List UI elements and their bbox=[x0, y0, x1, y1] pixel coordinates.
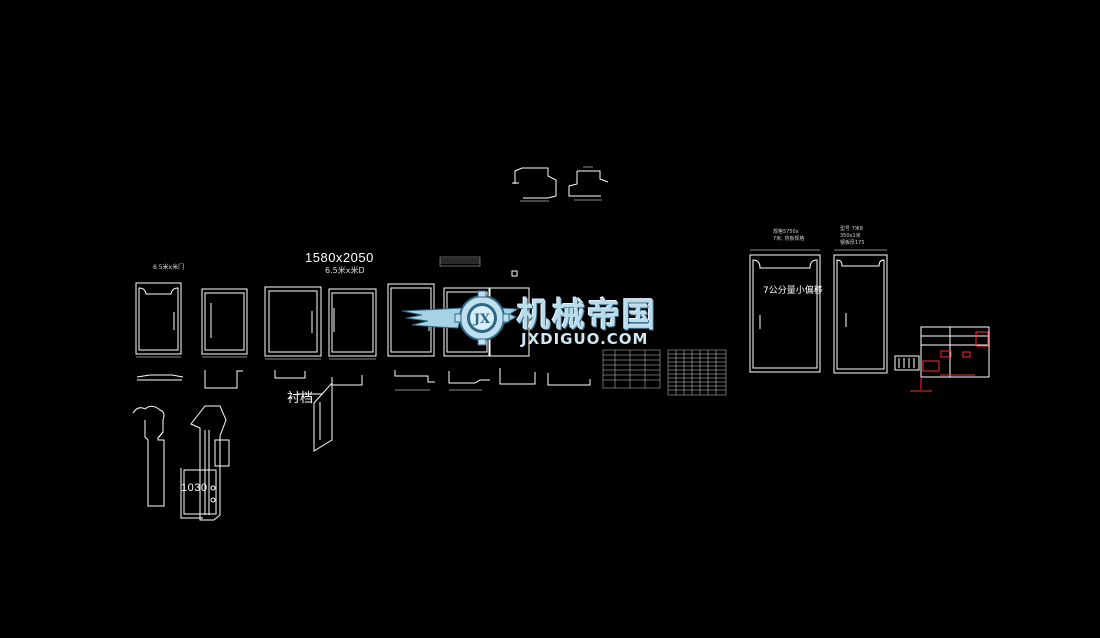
top-profile-sketch-right bbox=[568, 166, 609, 201]
hatch-table-small bbox=[439, 256, 481, 267]
large-door-panel-2 bbox=[833, 249, 888, 374]
large-door-panel-1 bbox=[749, 249, 821, 373]
size-sub-label: 6.5米x米D bbox=[325, 266, 365, 275]
material-label: 衬档 bbox=[287, 391, 314, 406]
door-panel-1 bbox=[135, 282, 182, 358]
panel1-label: 6.5米x米门 bbox=[153, 264, 185, 271]
section-detail-left bbox=[132, 405, 165, 507]
top-profile-sketch-left bbox=[512, 167, 557, 202]
section-detail-liner bbox=[298, 381, 333, 452]
title-block-red-marks bbox=[910, 331, 989, 392]
door-panel-2 bbox=[201, 288, 248, 358]
title-block bbox=[894, 326, 990, 378]
emblem-letters: JX bbox=[473, 312, 491, 327]
door-panel-4 bbox=[328, 288, 377, 360]
watermark-text-cn: 机械帝国 bbox=[517, 295, 657, 334]
door-panel-3 bbox=[264, 286, 322, 360]
right-note-1a: 规格5750x bbox=[773, 229, 799, 235]
right-note-2c: 钢板厚175 bbox=[840, 240, 865, 246]
watermark-emblem: JX bbox=[401, 290, 520, 346]
right-note-2a: 型号 7米8 bbox=[840, 226, 863, 232]
gear-icon bbox=[454, 290, 510, 346]
section-row bbox=[136, 368, 591, 391]
watermark-text-en: JXDIGUO.COM bbox=[521, 330, 649, 348]
right-note-1b: 7米, 背板规格 bbox=[773, 236, 805, 242]
small-square-mark bbox=[511, 270, 518, 277]
right-note-2b: 350x1米 bbox=[840, 233, 861, 239]
note-label: 7公分量小偏移 bbox=[763, 286, 823, 296]
section-detail-center bbox=[180, 405, 230, 521]
grid-table-2 bbox=[667, 349, 727, 396]
size-main-label: 1580x2050 bbox=[305, 250, 374, 265]
dimension-1030-label: 1030 bbox=[181, 482, 208, 494]
wing-left-icon bbox=[401, 307, 464, 329]
grid-table-1 bbox=[602, 349, 661, 389]
